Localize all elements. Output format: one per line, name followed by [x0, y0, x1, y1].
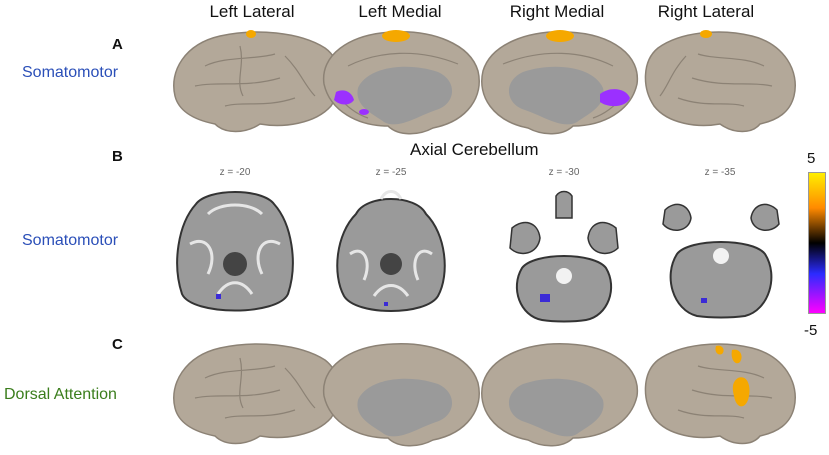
brain-left-medial-a	[322, 30, 480, 135]
brain-right-lateral-a	[644, 30, 796, 133]
panel-letter-c: C	[112, 336, 123, 353]
slice-label-z-30: z = -30	[548, 167, 580, 178]
brain-right-lateral-c	[644, 343, 796, 445]
colorbar	[808, 172, 826, 314]
colorbar-min-label: -5	[804, 322, 818, 339]
axial-slice-z-30	[509, 190, 619, 323]
slice-label-z-35: z = -35	[704, 167, 736, 178]
activation-positive	[246, 30, 256, 38]
brain-right-medial-a	[481, 30, 639, 135]
column-label-left-lateral: Left Lateral	[209, 2, 295, 21]
slice-label-z-20: z = -20	[219, 167, 251, 178]
column-label-left-medial: Left Medial	[358, 2, 442, 21]
axial-slice-z-35	[662, 203, 780, 319]
slice-label-z-25: z = -25	[375, 167, 407, 178]
row-label-somatomotor-a: Somatomotor	[22, 64, 119, 81]
section-title-axial-cerebellum: Axial Cerebellum	[410, 140, 539, 159]
column-label-right-lateral: Right Lateral	[657, 2, 755, 21]
axial-slice-z-25	[336, 190, 446, 312]
brain-left-medial-c	[322, 343, 480, 447]
panel-letter-a: A	[112, 36, 123, 53]
brain-right-medial-c	[481, 343, 639, 447]
row-label-somatomotor-b: Somatomotor	[22, 232, 119, 249]
axial-slice-z-20	[176, 191, 294, 312]
colorbar-max-label: 5	[807, 150, 816, 167]
brain-left-lateral-c	[173, 343, 341, 445]
panel-letter-b: B	[112, 148, 123, 165]
row-label-dorsal-attention: Dorsal Attention	[4, 386, 117, 403]
column-label-right-medial: Right Medial	[509, 2, 605, 21]
